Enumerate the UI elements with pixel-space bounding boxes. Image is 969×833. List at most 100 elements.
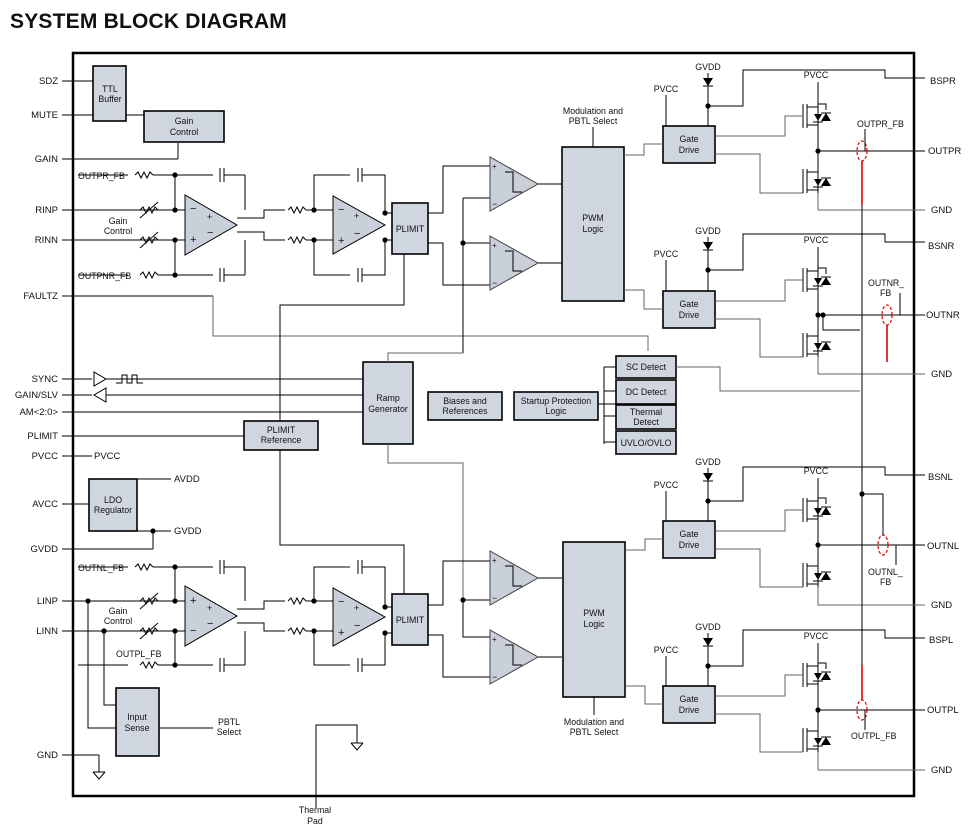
pwm-bottom-label-1: PWM [583, 608, 605, 618]
gate-drive-label-1-outnl: Gate [679, 529, 698, 539]
gnd-wire-outpl [817, 752, 925, 771]
bottom-comparator-1 [489, 550, 540, 606]
gate-drive-label-2-outnl: Drive [679, 540, 700, 550]
outpnr-fb-input-label: OUTPNR_FB [78, 271, 131, 281]
pin-bsnl: BSNL [928, 472, 953, 483]
gate-pvcc-label-outpl: PVCC [654, 645, 679, 655]
top-input-amplifier [184, 194, 239, 256]
sc-detect-label: SC Detect [626, 362, 667, 372]
body-diode-icon-outnr [820, 341, 832, 351]
svg-text:+: + [354, 603, 359, 613]
gvdd-label-outpr: GVDD [695, 62, 720, 72]
outnl-fb-label-1: OUTNL_ [868, 567, 903, 577]
outnl-fb-label-2: FB [880, 577, 891, 587]
thermal-detect-block [615, 404, 677, 430]
svg-text:−: − [190, 625, 196, 637]
ldo-regulator-block [88, 478, 138, 532]
ttl-buffer-block [92, 65, 127, 122]
thermal-pad-label-2: Pad [307, 816, 323, 826]
startup-label-1: Startup Protection [521, 396, 592, 406]
body-diode-icon-outpl [820, 671, 832, 681]
gvdd-label-outnr: GVDD [695, 226, 720, 236]
outpr-fb-label: OUTPR_FB [857, 119, 904, 129]
svg-text:+: + [190, 595, 196, 607]
pin-plimit: PLIMIT [27, 431, 58, 442]
ramp-generator-block [362, 361, 414, 445]
wire [708, 69, 925, 107]
pin-gain-slv: GAIN/SLV [15, 390, 59, 401]
pwm-bottom-label-2: Logic [583, 619, 605, 629]
bottom-comparator-2 [489, 629, 540, 685]
thermal-label-1: Thermal [630, 407, 662, 417]
pin-sync: SYNC [32, 374, 59, 385]
fet-pvcc-label-outnl: PVCC [804, 466, 829, 476]
pin-linn: LINN [36, 626, 58, 637]
ttl-buffer-label-1: TTL [102, 84, 118, 94]
wire [817, 478, 827, 504]
svg-text:+: + [354, 211, 359, 221]
page-title: SYSTEM BLOCK DIAGRAM [10, 10, 287, 33]
svg-text:+: + [338, 235, 344, 247]
wire [715, 509, 803, 532]
ldo-label-2: Regulator [94, 505, 132, 515]
fet-pvcc-label-outnr: PVCC [804, 235, 829, 245]
left-pin-lines [62, 80, 649, 780]
diode-icon-outpl [702, 637, 714, 647]
plimit-bottom-label: PLIMIT [396, 615, 425, 625]
svg-text:−: − [190, 203, 196, 215]
right-pin-labels: BSPR OUTPR GND BSNR OUTNR GND BSNL OUTNL… [926, 76, 961, 776]
ttl-buffer-label-2: Buffer [98, 94, 121, 104]
gvdd-out-label: GVDD [174, 526, 202, 537]
lin-gain-control-label-1: Gain [109, 606, 128, 616]
low-side-fet-icon-outnr [802, 332, 824, 358]
body-diode-icon-outpr [820, 112, 832, 122]
pbtl-select-label-2: Select [217, 727, 242, 737]
bottom-integrator-amplifier [332, 587, 387, 647]
body-diode-icon-outpr [820, 177, 832, 187]
plimit-top-label: PLIMIT [396, 224, 425, 234]
high-side-fet-icon-outpr [802, 103, 824, 129]
svg-text:−: − [207, 618, 213, 630]
biases-label-1: Biases and [443, 396, 487, 406]
pin-gain: GAIN [35, 154, 58, 165]
pwm-top-label-2: Logic [582, 224, 604, 234]
wire [715, 674, 803, 697]
pin-avcc: AVCC [32, 499, 58, 510]
low-side-fet-icon-outnl [802, 562, 824, 588]
gate-drive-label-2-outpl: Drive [679, 705, 700, 715]
pin-outnr: OUTNR [926, 310, 960, 321]
gate-drive-label-1-outpl: Gate [679, 694, 698, 704]
input-sense-label-2: Sense [125, 723, 150, 733]
wire [817, 82, 827, 110]
gate-drive-block-outpl [662, 685, 716, 724]
low-side-fet-icon-outpr [802, 168, 824, 194]
uvlo-label: UVLO/OVLO [621, 438, 672, 448]
outpl-fb-input-label: OUTPL_FB [116, 649, 162, 659]
svg-text:+: + [207, 212, 212, 222]
outpl-fb-label: OUTPL_FB [851, 731, 897, 741]
svg-text:−: − [207, 227, 213, 239]
biases-block [427, 391, 503, 421]
input-sense-block [115, 687, 160, 757]
pin-outpl: OUTPL [927, 705, 959, 716]
svg-text:−: − [492, 199, 497, 209]
svg-text:+: + [492, 162, 497, 171]
svg-text:−: − [492, 593, 497, 603]
mod-bottom-label-1: Modulation and [564, 717, 624, 727]
top-comparator-1 [489, 156, 540, 212]
fet-pvcc-label-outpr: PVCC [804, 70, 829, 80]
diode-icon-outnl [702, 472, 714, 482]
plimit-reference-block [243, 420, 319, 451]
pwm-logic-top-block [561, 146, 625, 302]
wire [624, 143, 663, 156]
gate-drive-label-2-outpr: Drive [679, 145, 700, 155]
thermal-label-2: Detect [633, 417, 659, 427]
outnr-fb-label-2: FB [880, 288, 891, 298]
gain-slv-buffer-icon [93, 387, 107, 403]
diode-icon-outnr [702, 241, 714, 251]
pin-linp: LINP [37, 596, 58, 607]
sync-buffer-icon [93, 371, 107, 387]
wire [715, 279, 803, 302]
plimit-ref-label-2: Reference [261, 435, 302, 445]
